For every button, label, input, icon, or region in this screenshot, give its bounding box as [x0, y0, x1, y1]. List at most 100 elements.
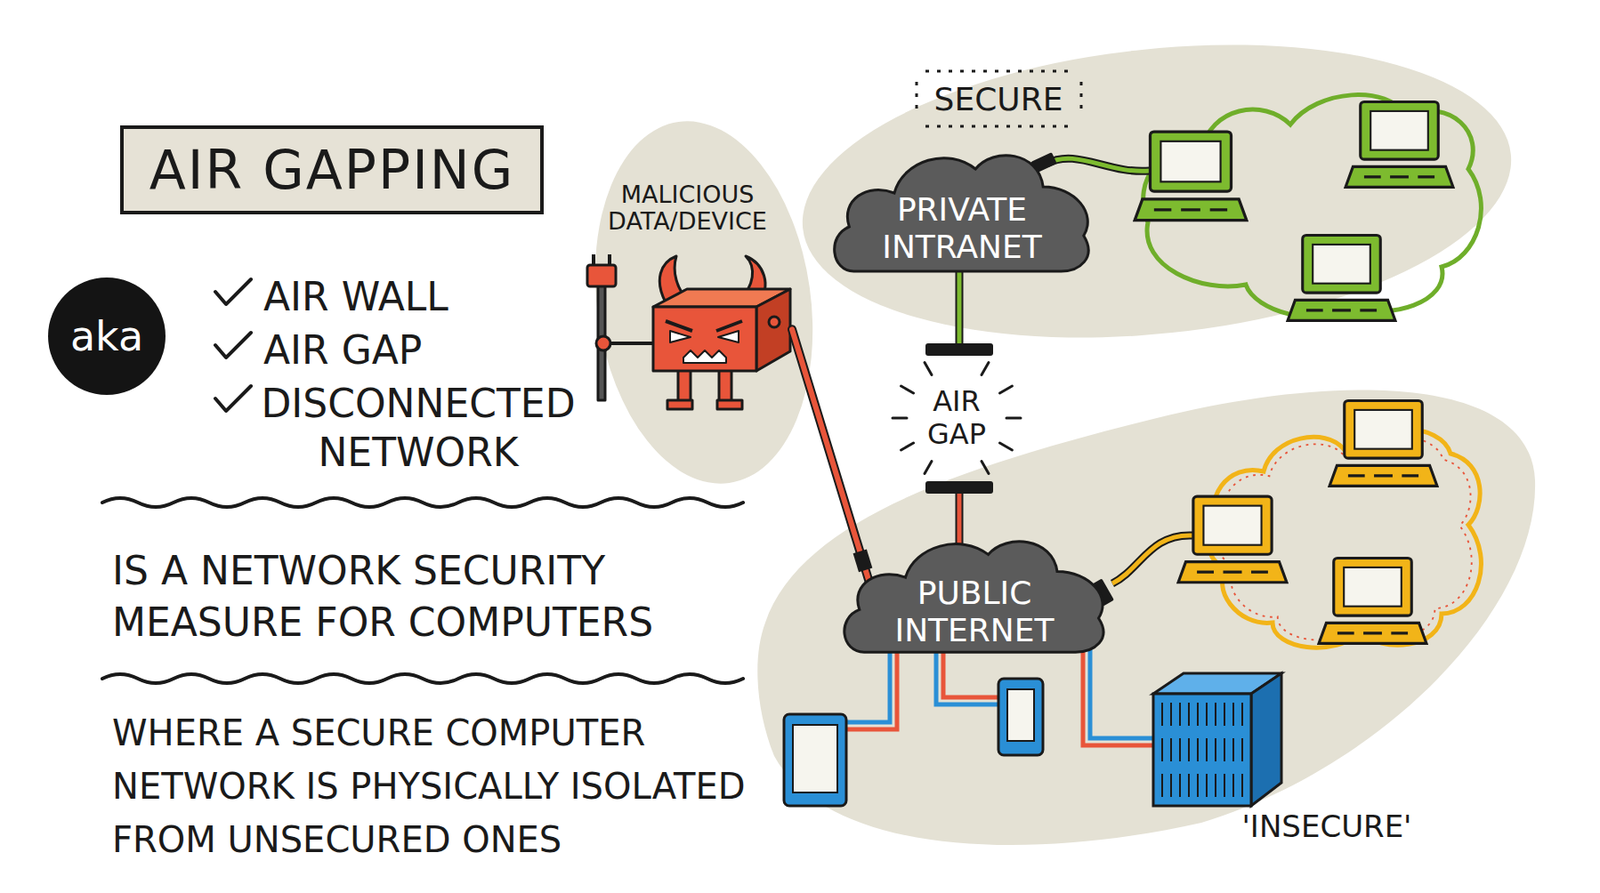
cable-outline: [1046, 158, 1150, 171]
zone-label: 'INSECURE': [1242, 808, 1413, 847]
cable: [1046, 158, 1150, 171]
computer-icon: [1178, 496, 1287, 583]
cable-outline: [955, 493, 964, 545]
phone-icon: [998, 678, 1043, 756]
sparkle-line: [924, 461, 932, 475]
devil-hand: [596, 336, 611, 351]
check-mark: [215, 279, 251, 305]
sparkle-line: [1000, 386, 1013, 394]
secure-sparkle: [916, 71, 1082, 127]
phone-screen: [1007, 689, 1035, 742]
node-text: MALICIOUS DATA/DEVICE: [591, 181, 784, 235]
plug-bar: [925, 343, 994, 356]
gap-label: AIR GAP: [912, 385, 1002, 452]
alias-item: AIR WALL: [263, 272, 449, 322]
fork-prong: [593, 254, 610, 266]
malicious-device: MALICIOUS DATA/DEVICE: [582, 176, 792, 413]
fork-head: [587, 265, 616, 287]
air-gap-sparkle: [892, 363, 1021, 475]
check-marks: [215, 279, 251, 412]
devil-arm: [606, 341, 654, 346]
node-text: aka: [70, 312, 144, 361]
check-mark: [215, 386, 251, 412]
devil-leg: [719, 369, 732, 404]
node-text: PRIVATE INTRANET: [881, 191, 1042, 267]
sparkle-line: [1000, 443, 1013, 451]
computer-icon: [1318, 558, 1427, 645]
cable: [1090, 642, 1154, 739]
tablet-screen: [792, 725, 838, 793]
sparkle-line: [901, 386, 914, 394]
alias-item: DISCONNECTED NETWORK: [249, 379, 588, 477]
definition-text: WHERE A SECURE COMPUTER NETWORK IS PHYSI…: [112, 706, 762, 867]
plug: [859, 551, 865, 571]
wavy-divider: [102, 674, 744, 684]
computer-icon: [1134, 131, 1247, 221]
cable: [957, 493, 962, 545]
devil-leg: [678, 369, 691, 404]
computer-icon: [1329, 401, 1438, 487]
node-label: MALICIOUS DATA/DEVICE: [591, 181, 784, 235]
plug-bar: [925, 481, 994, 494]
blue-devices: [783, 642, 1282, 807]
box-side: [756, 289, 791, 372]
devil-eye: [718, 331, 739, 343]
cloud-outline: [844, 541, 1104, 653]
divider-lines: [102, 498, 744, 684]
green-network: [1030, 95, 1481, 322]
node-label: PRIVATE INTRANET: [881, 191, 1042, 267]
devil-figure: [587, 254, 791, 410]
box-knob: [768, 316, 780, 328]
devil-eye: [670, 331, 691, 343]
server-side: [1251, 673, 1282, 807]
cable: [791, 329, 869, 581]
sparkle-line: [901, 443, 914, 451]
alias-item: AIR GAP: [263, 325, 422, 375]
sparkle-line: [915, 81, 919, 116]
sparkle-line: [925, 125, 1073, 129]
cable-outline: [955, 266, 964, 344]
sparkle-line: [1080, 81, 1083, 116]
wavy-divider: [102, 498, 744, 508]
box-front: [653, 307, 757, 372]
definition-text: IS A NETWORK SECURITY MEASURE FOR COMPUT…: [112, 545, 700, 649]
computer-icon: [1345, 102, 1454, 188]
yellow-network: [1090, 401, 1482, 649]
sparkle-line: [1006, 417, 1021, 421]
server-slots: [1162, 703, 1243, 798]
node-text: PUBLIC INTERNET: [895, 574, 1055, 650]
server-icon: [1153, 694, 1252, 807]
node-label: PUBLIC INTERNET: [895, 574, 1055, 650]
insecure-zone: [757, 389, 1536, 846]
title-box: AIR GAPPING: [120, 125, 544, 215]
devil-foot: [717, 400, 743, 410]
device-zone: [573, 106, 836, 498]
computer-icon: [1287, 235, 1396, 322]
sparkle-line: [924, 363, 932, 376]
cloud-outline: [834, 155, 1089, 272]
zone-grounds: [573, 12, 1536, 846]
title-text: AIR GAPPING: [149, 137, 515, 203]
network-cloud: PUBLIC INTERNET: [836, 525, 1113, 662]
angry-brow: [665, 321, 743, 332]
sparkle-line: [981, 363, 989, 376]
node-label: aka: [70, 312, 144, 361]
network-cloud: PRIVATE INTRANET: [826, 137, 1098, 281]
aka-badge: aka: [48, 277, 166, 396]
tablet-icon: [783, 714, 847, 807]
devil-foot: [667, 400, 693, 410]
check-mark: [215, 332, 251, 358]
devil-mouth: [683, 350, 727, 364]
cable: [846, 642, 897, 730]
sparkle-line: [981, 461, 989, 475]
cable: [957, 266, 962, 344]
secure-zone: [787, 12, 1526, 371]
cable-outline: [791, 329, 869, 581]
sparkle-line: [892, 417, 907, 421]
zone-label: SECURE: [934, 79, 1064, 120]
connector: [791, 329, 869, 581]
cable: [846, 642, 890, 723]
sparkle-line: [925, 70, 1073, 73]
cable: [1082, 642, 1154, 746]
